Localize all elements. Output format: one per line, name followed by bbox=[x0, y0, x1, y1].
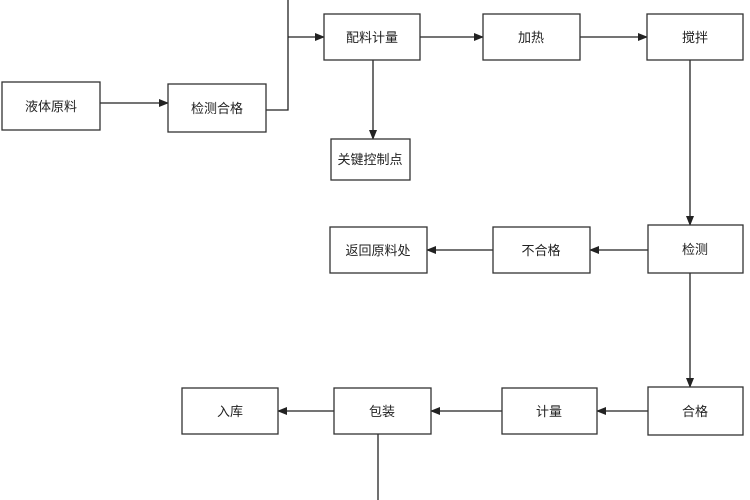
node-label: 检测合格 bbox=[191, 101, 243, 117]
node-liquid-raw: 液体原料 bbox=[1, 81, 101, 131]
connectors bbox=[100, 0, 694, 500]
node-label: 包装 bbox=[369, 405, 395, 420]
node-storage: 入库 bbox=[181, 387, 279, 435]
node-fail: 不合格 bbox=[492, 226, 591, 274]
node-pass: 合格 bbox=[647, 386, 744, 436]
node-label: 计量 bbox=[536, 405, 562, 420]
node-packing: 包装 bbox=[333, 387, 432, 435]
node-label: 关键控制点 bbox=[337, 153, 402, 168]
node-label: 合格 bbox=[682, 404, 708, 420]
node-label: 不合格 bbox=[521, 243, 560, 259]
node-label: 检测 bbox=[682, 243, 708, 258]
node-label: 返回原料处 bbox=[345, 244, 410, 259]
node-stirring: 搅拌 bbox=[646, 13, 744, 61]
node-key-control: 关键控制点 bbox=[330, 138, 411, 181]
node-label: 搅拌 bbox=[682, 30, 708, 46]
node-batching: 配料计量 bbox=[323, 13, 421, 61]
node-label: 加热 bbox=[518, 31, 544, 46]
node-metering: 计量 bbox=[501, 387, 598, 435]
node-return-raw: 返回原料处 bbox=[329, 226, 428, 274]
node-label: 入库 bbox=[217, 404, 243, 420]
node-heating: 加热 bbox=[482, 13, 581, 61]
node-label: 液体原料 bbox=[25, 100, 77, 115]
node-inspect-ok: 检测合格 bbox=[167, 83, 267, 133]
line-inspect-up bbox=[266, 0, 289, 111]
node-inspect: 检测 bbox=[647, 224, 744, 274]
node-label: 配料计量 bbox=[346, 31, 398, 46]
